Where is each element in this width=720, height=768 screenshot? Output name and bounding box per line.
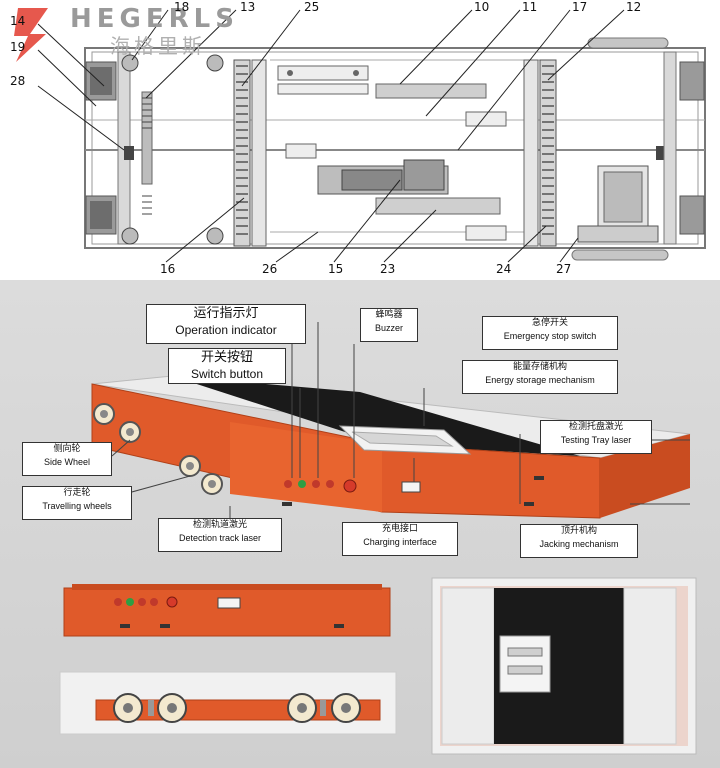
label-25: 25 [304,0,320,14]
buzzer-cn: 蜂鸣器 [375,310,403,320]
label-11: 11 [522,0,538,14]
label-10: 10 [474,0,490,14]
testing-tray-laser-cn: 检测托盘激光 [568,422,623,432]
callout-operation-indicator: 运行指示灯 Operation indicator [146,304,306,344]
callout-buzzer: 蜂鸣器 Buzzer [360,308,418,342]
mechanical-drawing: HEGERLS 海格里斯 14 19 28 18 13 25 10 11 17 … [0,0,720,280]
label-28: 28 [10,74,26,88]
label-15: 15 [328,262,344,276]
side-wheel-en: Side Wheel [43,457,91,467]
emergency-stop-en: Emergency stop switch [503,331,597,341]
side-wheel-cn: 侧向轮 [53,444,81,454]
logo-mark-icon [14,8,48,62]
label-18: 18 [174,0,190,14]
logo-text: HEGERLS [70,4,239,34]
jacking-mechanism-en: Jacking mechanism [539,539,619,549]
detection-track-laser-cn: 检测轨道激光 [192,520,247,530]
switch-button-en: Switch button [190,367,264,381]
label-23: 23 [380,262,396,276]
callout-charging-interface: 充电接口 Charging interface [342,522,458,556]
detection-track-laser-en: Detection track laser [178,533,262,543]
jacking-mechanism-cn: 顶升机构 [560,526,597,536]
drawing-svg [14,8,706,263]
callout-travelling-wheels: 行走轮 Travelling wheels [22,486,132,520]
energy-storage-en: Energy storage mechanism [485,375,595,385]
label-14: 14 [10,14,26,28]
label-13: 13 [240,0,256,14]
label-26: 26 [262,262,278,276]
operation-indicator-en: Operation indicator [175,323,277,337]
callout-switch-button: 开关按钮 Switch button [168,348,286,384]
label-24: 24 [496,262,512,276]
logo: HEGERLS 海格里斯 [0,0,250,58]
callout-side-wheel: 侧向轮 Side Wheel [22,442,112,476]
callout-energy-storage: 能量存储机构 Energy storage mechanism [462,360,618,394]
product-render: 运行指示灯 Operation indicator 开关按钮 Switch bu… [0,280,720,768]
label-12: 12 [626,0,642,14]
energy-storage-cn: 能量存储机构 [512,362,567,372]
label-17: 17 [572,0,588,14]
operation-indicator-cn: 运行指示灯 [193,306,259,321]
label-19: 19 [10,40,26,54]
render-svg [59,322,697,755]
emergency-stop-cn: 急停开关 [531,318,568,328]
travelling-wheels-cn: 行走轮 [63,488,91,498]
charging-interface-en: Charging interface [363,537,437,547]
callout-testing-tray-laser: 检测托盘激光 Testing Tray laser [540,420,652,454]
charging-interface-cn: 充电接口 [381,524,418,534]
switch-button-cn: 开关按钮 [200,350,253,365]
testing-tray-laser-en: Testing Tray laser [560,435,632,445]
travelling-wheels-en: Travelling wheels [42,501,112,511]
label-27: 27 [556,262,572,276]
callout-emergency-stop: 急停开关 Emergency stop switch [482,316,618,350]
buzzer-en: Buzzer [374,323,403,333]
callout-jacking-mechanism: 顶升机构 Jacking mechanism [520,524,638,558]
label-16: 16 [160,262,176,276]
callout-detection-track-laser: 检测轨道激光 Detection track laser [158,518,282,552]
logo-cn: 海格里斯 [110,34,206,58]
